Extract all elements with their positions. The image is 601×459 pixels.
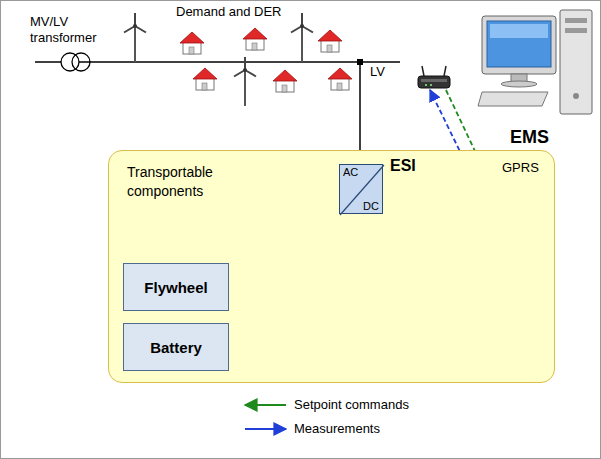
drawing-part: [273, 70, 297, 92]
drawing-part: [565, 28, 587, 33]
drawing-part: [124, 13, 146, 62]
measurement-arrow: [229, 295, 482, 297]
drawing-part: [573, 93, 579, 99]
legend-text: Measurements: [294, 421, 380, 436]
transformer-symbol: [61, 53, 90, 71]
drawing-part: [482, 16, 556, 74]
ems-computer-art: [478, 6, 596, 148]
wind-turbines: [124, 13, 313, 106]
setpoint-arrow: [384, 199, 464, 201]
measurement-arrow: [229, 204, 486, 355]
drawing-part: [180, 32, 204, 54]
node-text: Transportable components: [127, 163, 267, 201]
drawing-part: [501, 81, 537, 87]
node-text: AC: [343, 166, 358, 178]
drawing-part: [234, 57, 256, 106]
bus-label: LV: [370, 64, 385, 80]
ems-computer: EMS: [478, 6, 596, 148]
router-icon: [418, 66, 450, 88]
group-label: Demand and DER: [176, 4, 282, 20]
drawing-part: [560, 10, 592, 114]
transportable-components-box: Transportable components AC DC FlywheelBatt…: [108, 150, 555, 383]
battery-box: Battery: [123, 323, 229, 371]
drawing-part: [291, 13, 313, 62]
legend-text: Setpoint commands: [294, 397, 409, 412]
node-text: DC: [363, 200, 379, 212]
drawing-part: [72, 53, 90, 71]
esi-feeder: [359, 62, 361, 163]
legend-sample: [245, 428, 286, 430]
drawing-part: [487, 21, 551, 67]
drawing-part: [61, 53, 79, 71]
flywheel-box: Flywheel: [123, 263, 229, 311]
measurement-arrow: [383, 188, 464, 190]
node-text: EMS: [510, 127, 549, 148]
drawing-part: [243, 28, 267, 50]
houses: [180, 28, 352, 92]
drawing-part: [478, 92, 548, 106]
drawing-part: [193, 68, 217, 90]
node-text: Battery: [150, 339, 202, 356]
drawing-part: [340, 165, 384, 215]
ac-dc-converter: AC DC: [339, 164, 383, 214]
drawing-part: [318, 30, 342, 52]
drawing-part: [328, 68, 352, 90]
transformer-label: MV/LV transformer: [30, 14, 110, 45]
drawing-part: [490, 24, 548, 38]
link-label: GPRS: [502, 160, 539, 176]
system-label: ESI: [390, 156, 416, 175]
legend-sample: [245, 404, 286, 406]
node-text: Flywheel: [144, 279, 207, 296]
drawing-part: [565, 18, 587, 23]
